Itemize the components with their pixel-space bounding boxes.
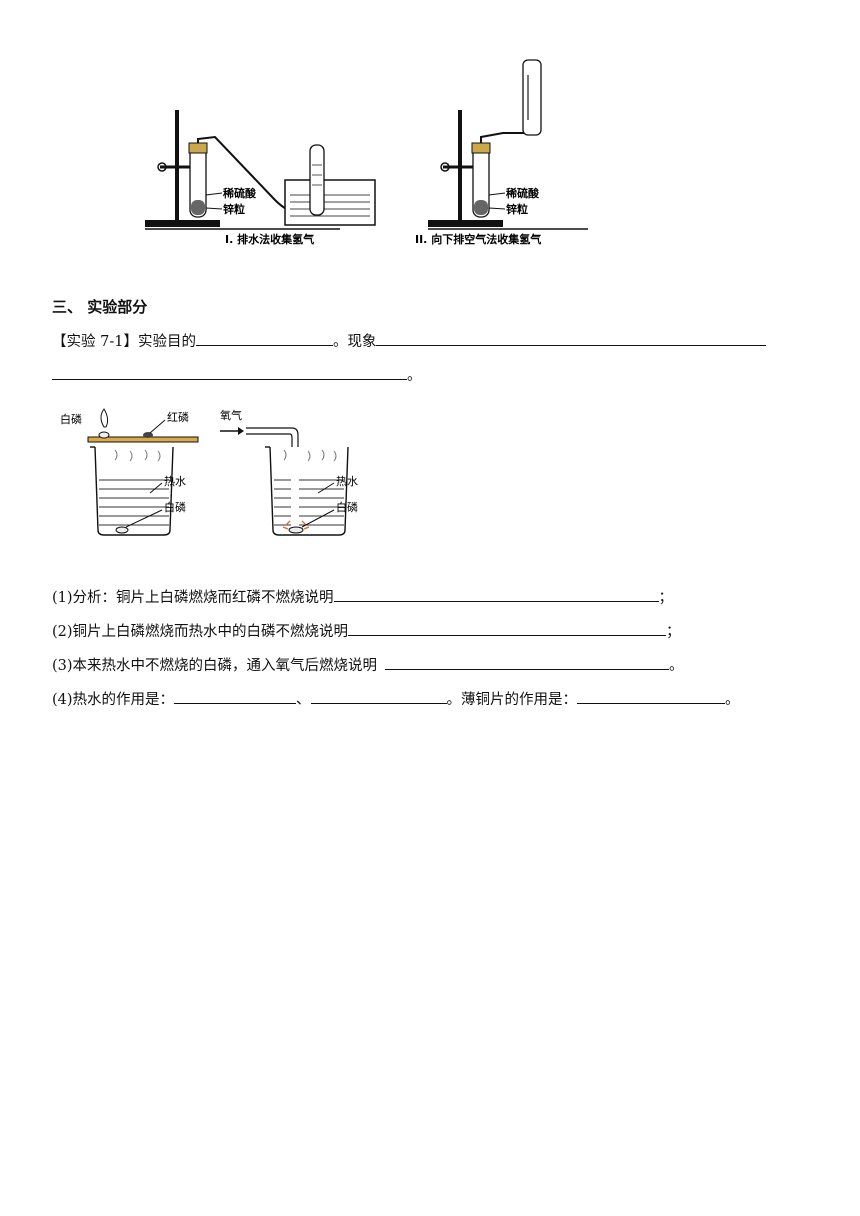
zinc-label: 锌粒 [506,202,528,216]
question-2: (2)铜片上白磷燃烧而热水中的白磷不燃烧说明 ； [52,620,681,642]
question-1-text: (1)分析：铜片上白磷燃烧而红磷不燃烧说明 [52,590,334,606]
question-2-text: (2)铜片上白磷燃烧而热水中的白磷不燃烧说明 [52,624,349,640]
figure-caption: II. 向下排空气法收集氢气 [415,232,541,246]
figure-caption: I. 排水法收集氢气 [225,232,314,246]
white-phosphorus-top-label: 白磷 [60,412,82,426]
question-3-text: (3)本来热水中不燃烧的白磷，通入氧气后燃烧说明 [52,658,378,674]
white-phosphorus-label: 白磷 [336,500,358,514]
zinc-label: 锌粒 [223,202,245,216]
apparatus-downward-air-figure: 稀硫酸 锌粒 II. 向下排空气法收集氢气 [415,59,588,246]
question-1: (1)分析：铜片上白磷燃烧而红磷不燃烧说明 ； [52,586,673,608]
experiment-intro-mid: 。现象 [332,334,377,350]
answer-4a-blank[interactable] [174,688,297,704]
acid-label: 稀硫酸 [223,186,257,200]
beaker-copper-sheet-figure: 白磷 红磷 热水 白磷 [60,408,199,536]
question-4-separator: 、 [296,692,311,708]
experiment-intro-prefix: 【实验 7-1】实验目的 [52,334,196,350]
experiment-intro-line: 【实验 7-1】实验目的 。现象 [52,330,767,352]
acid-label: 稀硫酸 [506,186,540,200]
hot-water-label: 热水 [336,475,358,488]
answer-3-blank[interactable] [385,654,670,670]
experiment-intro-line-2: 。 [52,364,422,386]
question-4-mid: 。薄铜片的作用是： [446,692,578,708]
question-3: (3)本来热水中不燃烧的白磷，通入氧气后燃烧说明 。 [52,654,684,676]
question-3-end: 。 [669,658,684,674]
answer-4b-blank[interactable] [310,688,447,704]
answer-2-blank[interactable] [348,620,667,636]
oxygen-label: 氧气 [220,408,242,422]
answer-4c-blank[interactable] [577,688,726,704]
phenomenon-blank[interactable] [376,330,767,346]
answer-1-blank[interactable] [333,586,659,602]
experiment-intro-end: 。 [407,368,422,384]
beaker-oxygen-figure: 氧气 热水 白磷 [220,408,358,536]
question-4-end: 。 [725,692,740,708]
question-2-end: ； [666,624,681,640]
phenomenon-blank-continued[interactable] [52,364,407,380]
question-1-end: ； [658,590,674,606]
section-heading: 三、 实验部分 [52,298,148,316]
question-4: (4)热水的作用是： 、 。薄铜片的作用是： 。 [52,688,740,710]
apparatus-drainage-figure: 稀硫酸 锌粒 I. 排水法收集氢气 [145,110,376,246]
red-phosphorus-label: 红磷 [167,411,189,424]
question-4-text: (4)热水的作用是： [52,692,175,708]
white-phosphorus-bottom-label: 白磷 [164,500,186,514]
purpose-blank[interactable] [195,330,333,346]
hot-water-label: 热水 [164,475,186,488]
